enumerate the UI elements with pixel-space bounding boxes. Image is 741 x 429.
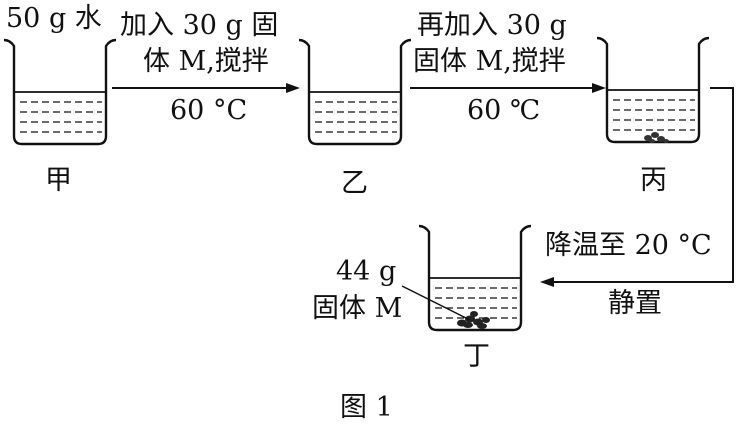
residue-substance-label: 固体 M [312,293,403,324]
residue-mass-label: 44 g [336,256,397,287]
step2-line2: 固体 M,搅拌 [413,46,566,77]
arrow-step-2 [410,83,606,93]
solid-residue-ding [457,311,490,329]
beaker-label-bing: 丙 [640,165,667,196]
beaker-label-yi: 乙 [341,168,368,199]
step1-temperature: 60 °C [170,95,248,126]
step1-line2: 体 M,搅拌 [143,46,269,77]
step2-line1: 再加入 30 g [417,10,567,41]
step1-line1: 加入 30 g 固 [120,10,279,41]
water-amount-label: 50 g 水 [6,3,102,34]
step2-temperature: 60 ℃ [467,95,541,126]
beaker-jia [2,38,118,146]
figure-caption: 图 1 [340,392,393,423]
arrow-step-1 [112,83,300,93]
beaker-yi [297,38,413,146]
step3-line2: 静置 [608,288,662,319]
arrow-step-3 [540,87,734,287]
solid-residue-bing [644,132,669,143]
beaker-label-jia: 甲 [45,165,72,196]
step3-line1: 降温至 20 °C [545,230,712,261]
residue-pointer-line [401,285,471,321]
beaker-bing [595,36,711,144]
beaker-label-ding: 丁 [463,341,490,372]
